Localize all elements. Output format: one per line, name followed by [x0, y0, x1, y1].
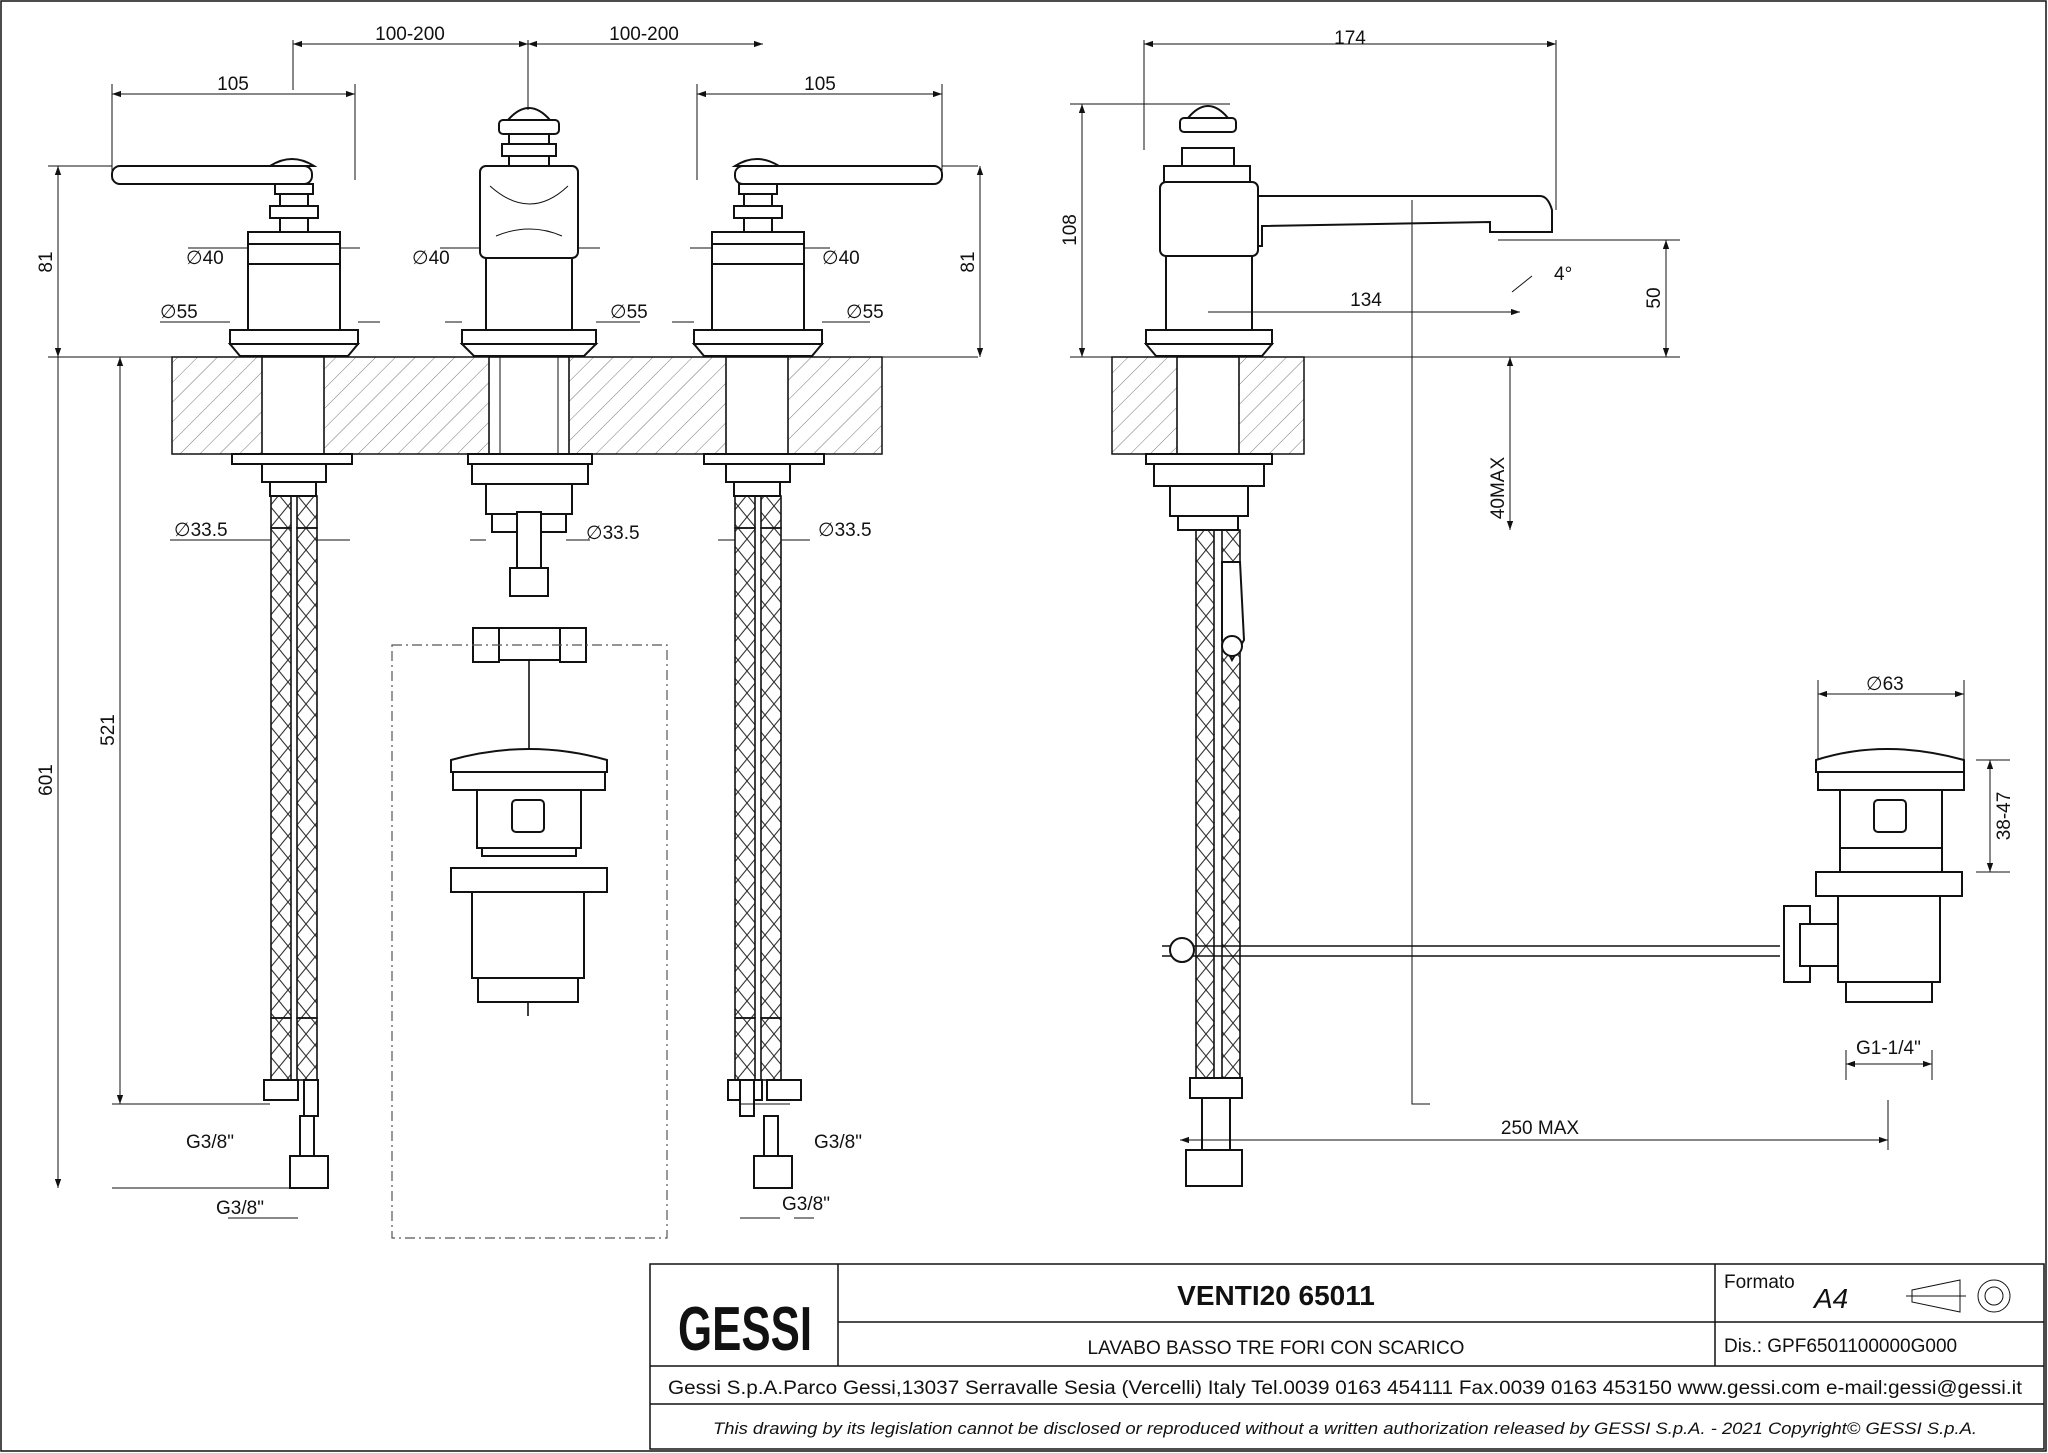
dim-max-40: 40MAX [1488, 457, 1509, 520]
company-address: Gessi S.p.A.Parco Gessi,13037 Serravalle… [668, 1378, 2023, 1399]
side-view-hoses [1162, 529, 1780, 1187]
right-handle-valve [691, 158, 943, 357]
projection-symbol-icon [1906, 1279, 1966, 1313]
dim-g38-right-upper: G3/8" [814, 1132, 862, 1153]
dim-spout-50: 50 [1644, 287, 1665, 308]
dim-d335-right: ∅33.5 [818, 520, 872, 541]
dim-right-handle-width: 105 [804, 74, 836, 95]
product-description: LAVABO BASSO TRE FORI CON SCARICO [1088, 1338, 1465, 1359]
pop-up-drain-front [450, 748, 608, 1016]
left-handle-valve [111, 158, 361, 357]
mixing-tee [391, 511, 668, 1239]
dim-d55-center: ∅55 [610, 302, 648, 323]
dim-d335-left: ∅33.5 [174, 520, 228, 541]
dim-d40-left: ∅40 [186, 248, 224, 269]
dim-drain-d63: ∅63 [1866, 674, 1904, 695]
formato-label: Formato [1724, 1272, 1795, 1293]
dim-spout-height: 108 [1060, 214, 1081, 246]
dim-spout-angle: 4° [1554, 264, 1572, 285]
dim-spout-reach: 174 [1334, 28, 1366, 49]
title-block: GESSI VENTI20 65011 LAVABO BASSO TRE FOR… [649, 1263, 2045, 1450]
dimension-labels: 105 100-200 100-200 105 81 81 ∅40 ∅40 ∅4… [36, 24, 2015, 1219]
braided-hoses [263, 495, 802, 1189]
dim-left-height: 81 [36, 251, 57, 272]
dim-drain-38-47: 38-47 [1994, 792, 2015, 841]
dim-d40-center: ∅40 [412, 248, 450, 269]
side-view-drain [1783, 748, 1965, 1003]
dim-d55-right: ∅55 [846, 302, 884, 323]
dim-spacing-right: 100-200 [609, 24, 679, 45]
countertop-side [1111, 356, 1305, 455]
dim-drain-thread: G1-1/4" [1856, 1038, 1921, 1059]
dim-total-length: 601 [36, 764, 57, 796]
dim-d55-left: ∅55 [160, 302, 198, 323]
projection-circle-icon [1977, 1279, 2011, 1313]
gessi-logo: GESSI [678, 1295, 812, 1364]
dim-hose-length: 521 [98, 714, 119, 746]
dim-rod-250: 250 MAX [1501, 1118, 1579, 1139]
side-view-spout [1143, 105, 1553, 531]
dim-spout-134: 134 [1350, 290, 1382, 311]
dim-d335-center: ∅33.5 [586, 523, 640, 544]
drawing-number: Dis.: GPF6501100000G000 [1724, 1336, 1957, 1357]
copyright-notice: This drawing by its legislation cannot b… [713, 1419, 1977, 1438]
product-name: VENTI20 65011 [1177, 1280, 1375, 1311]
countertop-front [171, 356, 883, 455]
dim-g38-right-lower: G3/8" [782, 1194, 830, 1215]
dim-d40-right: ∅40 [822, 248, 860, 269]
dim-g38-left-lower: G3/8" [216, 1198, 264, 1219]
center-spout-body [459, 107, 599, 357]
dim-spacing-left: 100-200 [375, 24, 445, 45]
dim-right-height: 81 [958, 251, 979, 272]
dim-left-handle-width: 105 [217, 74, 249, 95]
dimension-lines [48, 40, 2010, 1219]
dim-g38-left-upper: G3/8" [186, 1132, 234, 1153]
formato-value: A4 [1812, 1283, 1848, 1314]
